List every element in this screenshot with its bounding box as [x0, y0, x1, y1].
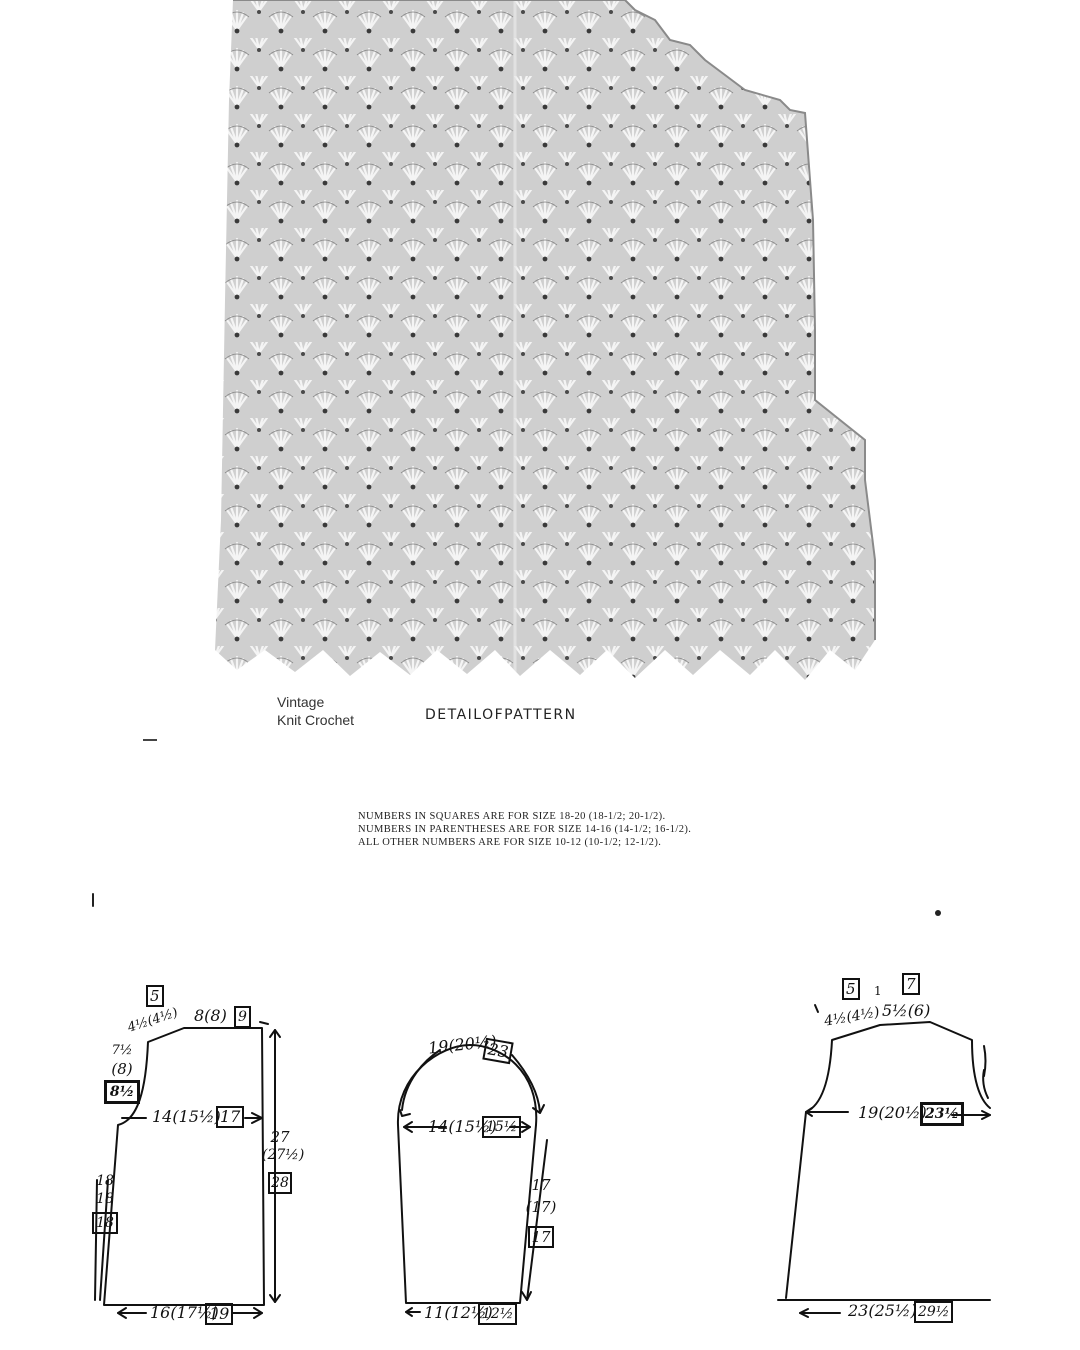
- back-side-value: 18: [96, 1173, 114, 1189]
- sleeve-length-square: 17: [528, 1226, 554, 1248]
- back-armhole-value: 7½: [111, 1043, 133, 1058]
- front-tick: 1: [874, 984, 882, 998]
- back-bust-width: 14(15½): [152, 1107, 221, 1126]
- back-side-square: 18: [92, 1212, 118, 1234]
- front-bust-square: 23½: [920, 1102, 965, 1126]
- sleeve-length-value: 17: [531, 1176, 551, 1194]
- sleeve-cuff-width: 11(12½): [424, 1303, 493, 1322]
- back-side-paren: 18: [96, 1191, 114, 1207]
- sleeve-outline: [396, 1044, 548, 1317]
- sleeve-upper-width: 14(15½): [428, 1117, 497, 1136]
- back-bust-square: 17: [216, 1106, 245, 1128]
- back-length-paren: (27½): [262, 1147, 305, 1163]
- back-hem-square: 19: [205, 1303, 234, 1325]
- sleeve-length: 17 (17) 17: [524, 1176, 558, 1248]
- brand-line-1: Vintage: [277, 694, 325, 710]
- back-armhole-square: 8½: [104, 1080, 140, 1104]
- back-hem-width: 16(17½): [150, 1303, 219, 1322]
- sleeve-cuff-square: 12½: [478, 1303, 518, 1325]
- back-shoulder-square: 5: [146, 985, 164, 1007]
- front-shoulder-square: 5: [842, 978, 860, 1000]
- back-neck-square: 9: [234, 1006, 251, 1028]
- back-neck-width: 8(8): [194, 1006, 227, 1025]
- brand-caption: Vintage Knit Crochet: [277, 693, 354, 729]
- note-squares: NUMBERS IN SQUARES ARE FOR SIZE 18-20 (1…: [358, 811, 666, 822]
- crochet-pattern-photo: [215, 0, 876, 680]
- note-parentheses: NUMBERS IN PARENTHESES ARE FOR SIZE 14-1…: [358, 824, 692, 835]
- brand-line-2: Knit Crochet: [277, 712, 355, 728]
- front-bust-width: 19(20½): [858, 1103, 927, 1122]
- sleeve-upper-square: 15½: [482, 1116, 522, 1138]
- front-outline: [777, 1004, 991, 1318]
- sleeve-length-paren: (17): [525, 1198, 557, 1216]
- detail-caption: DETAILOFPATTERN: [425, 707, 577, 723]
- front-neck-width: 5½(6): [882, 1001, 931, 1020]
- size-notes: NUMBERS IN SQUARES ARE FOR SIZE 18-20 (1…: [358, 810, 691, 849]
- stray-dot: [92, 893, 94, 907]
- front-hem-square: 29½: [914, 1301, 954, 1323]
- stray-mark: [143, 739, 157, 741]
- back-length-value: 27: [270, 1128, 290, 1146]
- back-armhole-paren: (8): [111, 1060, 133, 1078]
- back-outline: [94, 1021, 281, 1319]
- back-armhole-depth: 7½ (8) 8½: [104, 1042, 140, 1104]
- sleeve-cap-square: 23: [482, 1037, 515, 1065]
- front-hem-width: 23(25½): [848, 1301, 917, 1320]
- front-neck-square: 7: [902, 973, 920, 995]
- note-other: ALL OTHER NUMBERS ARE FOR SIZE 10-12 (10…: [358, 837, 662, 848]
- back-length-square: 28: [268, 1172, 292, 1194]
- stray-dot: [935, 910, 941, 916]
- back-length: 27 (27½) 28: [262, 1128, 305, 1194]
- back-side-length: 18 18 18: [92, 1172, 118, 1234]
